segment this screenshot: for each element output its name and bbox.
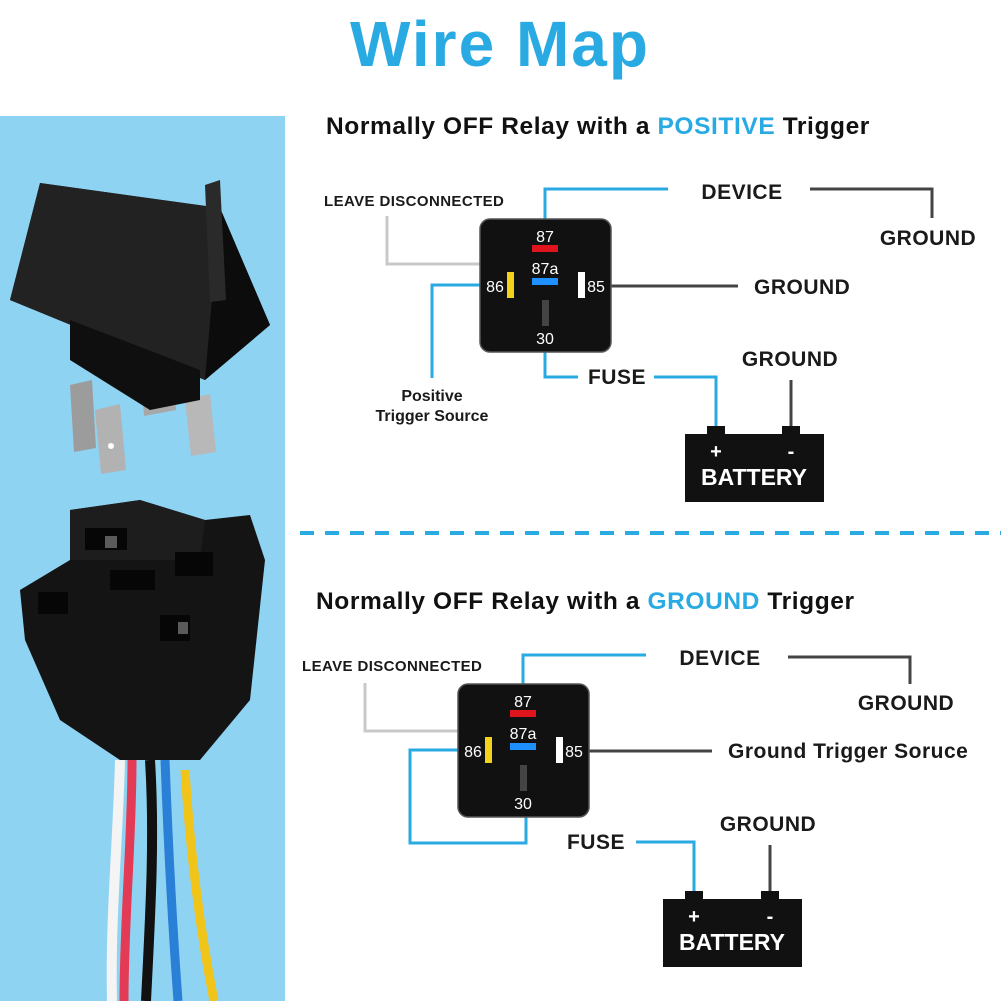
pin85-target-label: Ground Trigger Soruce xyxy=(728,740,968,763)
wire-86-trigger xyxy=(430,283,481,378)
pin-85-label: 85 xyxy=(587,279,605,296)
pin-85-terminal xyxy=(556,737,563,763)
wire-device-ground xyxy=(788,655,912,684)
pin-87-terminal xyxy=(532,245,558,252)
fuse-label: FUSE xyxy=(588,366,646,389)
pin-87-label: 87 xyxy=(536,229,554,246)
battery-plus-terminal xyxy=(707,426,725,436)
pin-87a-terminal xyxy=(532,278,558,285)
device-ground-label: GROUND xyxy=(880,227,976,250)
battery-label: BATTERY xyxy=(701,464,807,490)
ground-trigger-diagram: Normally OFF Relay with a GROUND Trigger… xyxy=(302,588,968,967)
wire-fuse-battery xyxy=(654,375,718,434)
pin-87-terminal xyxy=(510,710,536,717)
wire-device-ground xyxy=(810,187,934,218)
pin-86-terminal xyxy=(507,272,514,298)
battery-minus-terminal xyxy=(761,891,779,901)
pin-30-terminal xyxy=(520,765,527,791)
pin-87a-label: 87a xyxy=(532,261,559,278)
pin-86-label: 86 xyxy=(486,279,504,296)
battery-minus-sign: - xyxy=(767,906,774,928)
device-ground-label: GROUND xyxy=(858,692,954,715)
battery-body xyxy=(685,434,824,502)
relay-socket-photo-icon xyxy=(20,500,265,1001)
battery-minus-sign: - xyxy=(788,441,795,463)
battery-plus-sign: + xyxy=(710,441,722,463)
pin85-target-label: GROUND xyxy=(754,276,850,299)
wire-fuse-battery xyxy=(636,840,696,899)
pin-87a-label: 87a xyxy=(510,726,537,743)
pin-87-label: 87 xyxy=(514,694,532,711)
trigger-source-label-line1: Positive xyxy=(401,388,462,405)
diagram-heading: Normally OFF Relay with a POSITIVE Trigg… xyxy=(326,113,870,140)
battery-ground-label: GROUND xyxy=(742,348,838,371)
battery-label: BATTERY xyxy=(679,929,785,955)
relay-photo-icon xyxy=(10,180,270,474)
wire-30-fuse xyxy=(543,352,578,379)
battery-minus-terminal xyxy=(782,426,800,436)
fuse-label: FUSE xyxy=(567,831,625,854)
pin-30-label: 30 xyxy=(514,796,532,813)
pin-30-terminal xyxy=(542,300,549,326)
relay-body xyxy=(457,683,590,818)
pin-86-terminal xyxy=(485,737,492,763)
pin-30-label: 30 xyxy=(536,331,554,348)
battery-plus-sign: + xyxy=(688,906,700,928)
page-title: Wire Map xyxy=(350,8,650,80)
trigger-source-label-line2: Trigger Source xyxy=(376,408,489,425)
wire-86-loop xyxy=(408,748,528,845)
relay-body xyxy=(479,218,612,353)
diagram-heading: Normally OFF Relay with a GROUND Trigger xyxy=(316,588,855,615)
device-label: DEVICE xyxy=(679,647,760,670)
positive-trigger-diagram: Normally OFF Relay with a POSITIVE Trigg… xyxy=(324,113,976,502)
device-label: DEVICE xyxy=(701,181,782,204)
pin-85-label: 85 xyxy=(565,744,583,761)
pin-85-terminal xyxy=(578,272,585,298)
wire-87-device xyxy=(521,653,646,695)
wire-87-device xyxy=(543,187,668,230)
battery-body xyxy=(663,899,802,967)
pin-86-label: 86 xyxy=(464,744,482,761)
leave-disconnected-label: LEAVE DISCONNECTED xyxy=(302,658,482,675)
pin-87a-terminal xyxy=(510,743,536,750)
battery-ground-label: GROUND xyxy=(720,813,816,836)
battery-plus-terminal xyxy=(685,891,703,901)
leave-disconnected-label: LEAVE DISCONNECTED xyxy=(324,193,504,210)
